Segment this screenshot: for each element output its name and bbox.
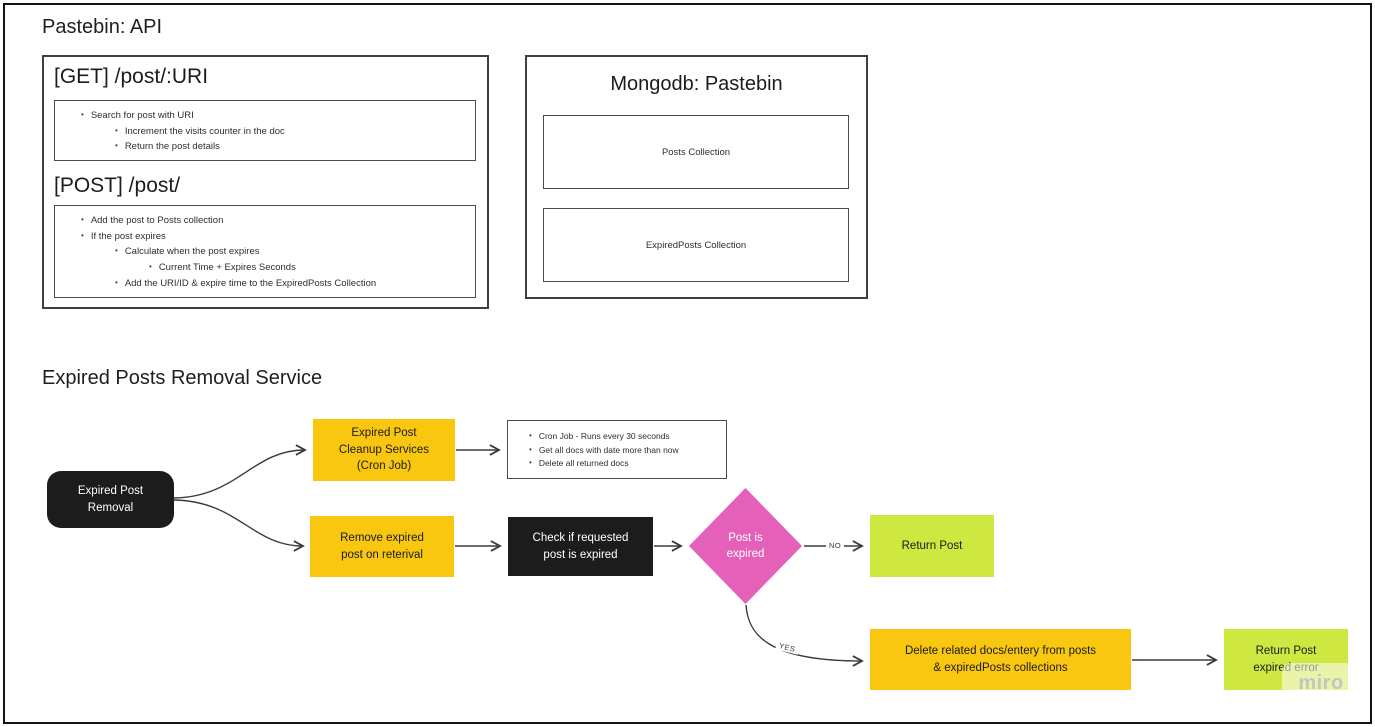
section-title: Expired Posts Removal Service	[42, 367, 323, 389]
note-item: Add the post to Posts collection	[55, 213, 475, 229]
node-expired-post-removal: Expired Post Removal	[47, 471, 174, 528]
node-label: post is expired	[543, 548, 618, 561]
note-item: Get all docs with date more than now	[508, 444, 726, 458]
node-label: Remove expired	[340, 532, 424, 544]
node-label: post on reterival	[341, 548, 423, 561]
node-label: Cleanup Services	[338, 443, 430, 456]
node-label: Return Post	[1255, 645, 1317, 657]
api-endpoints-box: [GET] /post/:URI Search for post with UR…	[42, 55, 489, 309]
get-endpoint-notes: Search for post with URI Increment the v…	[54, 100, 476, 161]
node-check-expired: Check if requested post is expired	[508, 517, 653, 576]
edge-start-to-remove	[173, 499, 305, 552]
get-endpoint-heading: [GET] /post/:URI	[54, 65, 209, 88]
note-item: Increment the visits counter in the doc	[55, 124, 475, 140]
edge-label-yes: YES	[775, 640, 800, 655]
node-label: Check if requested	[532, 532, 629, 544]
note-item: Return the post details	[55, 139, 475, 155]
post-endpoint-notes: Add the post to Posts collection If the …	[54, 205, 476, 298]
note-item: Current Time + Expires Seconds	[55, 260, 475, 276]
decision-post-is-expired: Post is expired	[689, 488, 802, 604]
node-label: Expired Post	[351, 427, 417, 440]
note-item: If the post expires	[55, 229, 475, 245]
node-remove-on-retrieval: Remove expired post on reterival	[310, 516, 454, 577]
node-label: Return Post	[901, 539, 963, 552]
node-label: & expiredPosts collections	[933, 661, 1068, 674]
node-label: Removal	[87, 501, 134, 514]
mongodb-box: Mongodb: Pastebin Posts Collection Expir…	[525, 55, 868, 299]
edge-decision-yes	[745, 604, 864, 667]
node-label: (Cron Job)	[356, 460, 412, 473]
note-item: Search for post with URI	[55, 108, 475, 124]
note-item: Delete all returned docs	[508, 457, 726, 471]
note-item: Calculate when the post expires	[55, 244, 475, 260]
note-item: Add the URI/ID & expire time to the Expi…	[55, 276, 475, 292]
edge-label-no: NO	[826, 541, 845, 550]
note-item: Cron Job - Runs every 30 seconds	[508, 430, 726, 444]
page-title: Pastebin: API	[42, 16, 163, 38]
miro-logo-text: miro	[1298, 672, 1344, 694]
expiredposts-collection-box: ExpiredPosts Collection	[543, 208, 849, 282]
node-label: expired	[726, 548, 765, 560]
node-label: Expired Post	[77, 485, 144, 497]
posts-collection-box: Posts Collection	[543, 115, 849, 189]
mongodb-title: Mongodb: Pastebin	[610, 73, 783, 95]
node-return-post: Return Post	[870, 515, 994, 577]
post-endpoint-heading: [POST] /post/	[54, 174, 181, 197]
node-label: Post is	[728, 532, 763, 544]
edge-start-to-cleanup	[173, 444, 307, 499]
node-cleanup-service: Expired Post Cleanup Services (Cron Job)	[313, 419, 455, 481]
cron-job-notes: Cron Job - Runs every 30 seconds Get all…	[507, 420, 727, 479]
node-delete-related-docs: Delete related docs/entery from posts & …	[870, 629, 1131, 690]
miro-watermark: miro	[1282, 663, 1360, 704]
node-label: Delete related docs/entery from posts	[904, 645, 1097, 657]
